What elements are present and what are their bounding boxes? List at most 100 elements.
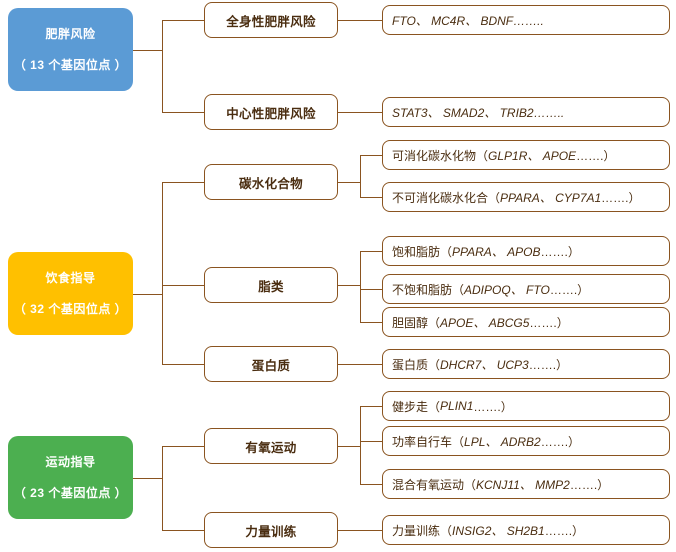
leaf-suffix: …….） [549, 282, 590, 297]
category-label: 力量训练 [245, 524, 297, 539]
category-connector [162, 182, 204, 183]
leaf-connector [360, 112, 382, 113]
root-sublabel: （ 32 个基因位点 ） [13, 302, 128, 316]
root-label: 饮食指导 [45, 270, 96, 285]
leaf-gene-list: APOE、 ABCG5 [440, 315, 530, 330]
leaf-connector [360, 155, 382, 156]
leaf-box-diet-guidance-1-1[interactable]: 不饱和脂肪（ ADIPOQ、 FTO…….） [382, 274, 670, 304]
leaf-spine [360, 406, 361, 484]
leaf-suffix: …….） [576, 148, 616, 163]
leaf-suffix: …….） [569, 477, 610, 492]
leaf-connector [360, 484, 382, 485]
branch-spine-exercise-guidance [162, 446, 163, 530]
leaf-box-exercise-guidance-0-1[interactable]: 功率自行车（ LPL、 ADRB2…….） [382, 426, 670, 456]
category-label: 碳水化合物 [238, 176, 303, 191]
leaf-gene-list: PPARA、 CYP7A1 [500, 190, 602, 205]
leaf-connector [360, 289, 382, 290]
leaf-box-diet-guidance-1-2[interactable]: 胆固醇（ APOE、 ABCG5…….） [382, 307, 670, 337]
branch-spine-obesity-risk [162, 20, 163, 112]
leaf-gene-list: DHCR7、 UCP3 [440, 357, 529, 372]
leaf-suffix: …….） [540, 244, 580, 259]
leaf-suffix: …….） [473, 399, 513, 414]
root-box-obesity-risk[interactable]: 肥胖风险 （ 13 个基因位点 ） [8, 8, 133, 91]
leaf-suffix: …….） [529, 315, 569, 330]
leaf-connector [360, 197, 382, 198]
leaf-prefix: 饱和脂肪（ [392, 244, 453, 259]
leaf-suffix: …….） [528, 357, 569, 372]
root-box-exercise-guidance[interactable]: 运动指导 （ 23 个基因位点 ） [8, 436, 133, 519]
leaf-prefix: 健步走（ [392, 399, 441, 414]
leaf-prefix: 可消化碳水化物（ [392, 148, 489, 163]
leaf-connector [360, 441, 382, 442]
leaf-stub [338, 112, 360, 113]
leaf-gene-list: STAT3、 SMAD2、 TRIB2…….. [392, 105, 565, 120]
category-box-diet-guidance-0[interactable]: 碳水化合物 [204, 164, 338, 200]
category-box-diet-guidance-1[interactable]: 脂类 [204, 267, 338, 303]
leaf-gene-list: PLIN1 [440, 399, 474, 413]
leaf-suffix: …….） [601, 190, 641, 205]
leaf-connector [360, 322, 382, 323]
leaf-gene-list: FTO、 MC4R、 BDNF…….. [392, 13, 544, 28]
leaf-gene-list: INSIG2、 SH2B1 [452, 523, 545, 538]
leaf-box-obesity-risk-0-0[interactable]: FTO、 MC4R、 BDNF…….. [382, 5, 670, 35]
leaf-connector [360, 364, 382, 365]
leaf-stub [338, 285, 360, 286]
root-sublabel: （ 23 个基因位点 ） [13, 486, 128, 500]
category-box-diet-guidance-2[interactable]: 蛋白质 [204, 346, 338, 382]
leaf-prefix: 胆固醇（ [392, 315, 441, 330]
leaf-box-diet-guidance-2-0[interactable]: 蛋白质（ DHCR7、 UCP3…….） [382, 349, 670, 379]
leaf-connector [360, 530, 382, 531]
leaf-stub [338, 446, 360, 447]
category-box-exercise-guidance-0[interactable]: 有氧运动 [204, 428, 338, 464]
leaf-box-obesity-risk-1-0[interactable]: STAT3、 SMAD2、 TRIB2…….. [382, 97, 670, 127]
category-connector [162, 20, 204, 21]
category-label: 全身性肥胖风险 [226, 14, 316, 29]
leaf-gene-list: PPARA、 APOB [452, 244, 541, 259]
root-label: 肥胖风险 [45, 26, 96, 41]
leaf-stub [338, 182, 360, 183]
leaf-box-diet-guidance-0-1[interactable]: 不可消化碳水化合（ PPARA、 CYP7A1…….） [382, 182, 670, 212]
leaf-box-diet-guidance-1-0[interactable]: 饱和脂肪（ PPARA、 APOB…….） [382, 236, 670, 266]
category-label: 中心性肥胖风险 [226, 106, 316, 121]
category-box-obesity-risk-1[interactable]: 中心性肥胖风险 [204, 94, 338, 130]
category-connector [162, 285, 204, 286]
leaf-prefix: 不可消化碳水化合（ [392, 190, 501, 205]
leaf-prefix: 蛋白质（ [392, 357, 441, 372]
category-label: 蛋白质 [251, 358, 291, 373]
category-label: 有氧运动 [245, 440, 297, 455]
category-connector [162, 530, 204, 531]
branch-spine-diet-guidance [162, 182, 163, 364]
leaf-box-exercise-guidance-1-0[interactable]: 力量训练（ INSIG2、 SH2B1…….） [382, 515, 670, 545]
leaf-stub [338, 530, 360, 531]
leaf-connector [360, 251, 382, 252]
leaf-box-exercise-guidance-0-2[interactable]: 混合有氧运动（ KCNJ11、 MMP2…….） [382, 469, 670, 499]
category-connector [162, 112, 204, 113]
leaf-connector [360, 20, 382, 21]
leaf-gene-list: LPL、 ADRB2 [464, 434, 541, 449]
leaf-spine [360, 155, 361, 197]
leaf-box-diet-guidance-0-0[interactable]: 可消化碳水化物（ GLP1R、 APOE…….） [382, 140, 670, 170]
leaf-connector [360, 406, 382, 407]
root-label: 运动指导 [45, 454, 96, 469]
category-connector [162, 364, 204, 365]
category-connector [162, 446, 204, 447]
leaf-suffix: …….） [544, 523, 585, 538]
leaf-stub [338, 20, 360, 21]
leaf-prefix: 混合有氧运动（ [392, 477, 477, 492]
leaf-suffix: …….） [540, 434, 581, 449]
category-label: 脂类 [258, 279, 284, 294]
leaf-gene-list: ADIPOQ、 FTO [464, 282, 550, 297]
category-box-exercise-guidance-1[interactable]: 力量训练 [204, 512, 338, 548]
root-connector-diet-guidance [133, 293, 162, 295]
root-sublabel: （ 13 个基因位点 ） [13, 58, 128, 72]
root-connector-exercise-guidance [133, 477, 162, 479]
leaf-prefix: 功率自行车（ [392, 434, 465, 449]
root-connector-obesity-risk [133, 49, 162, 51]
leaf-prefix: 不饱和脂肪（ [392, 282, 465, 297]
root-box-diet-guidance[interactable]: 饮食指导 （ 32 个基因位点 ） [8, 252, 133, 335]
leaf-box-exercise-guidance-0-0[interactable]: 健步走（ PLIN1…….） [382, 391, 670, 421]
leaf-spine [360, 251, 361, 322]
leaf-gene-list: KCNJ11、 MMP2 [476, 477, 570, 492]
category-box-obesity-risk-0[interactable]: 全身性肥胖风险 [204, 2, 338, 38]
